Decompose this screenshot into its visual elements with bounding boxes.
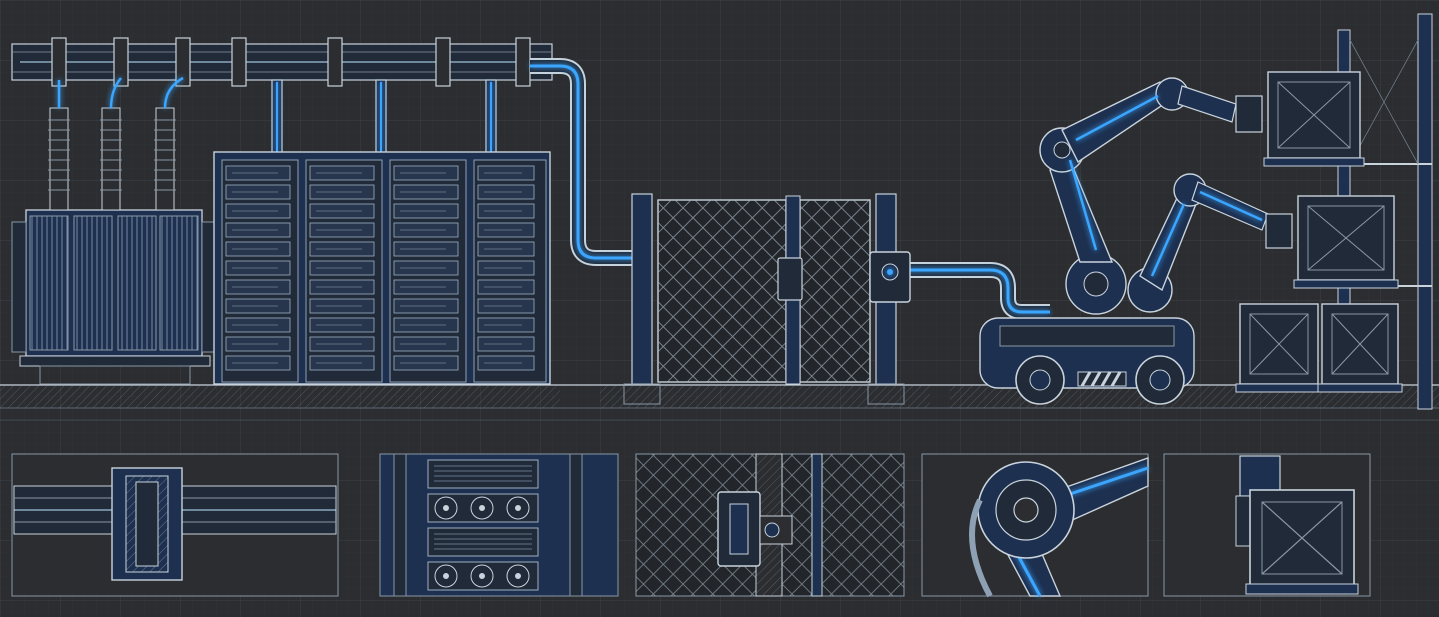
crate-stack: [1235, 71, 1403, 393]
pipe-flange-detail: [11, 453, 339, 597]
fan-hub: [443, 505, 449, 511]
fan-hub: [479, 573, 485, 579]
rack-fan-tray: [427, 459, 539, 489]
pipe-flange-icon: [111, 467, 183, 581]
fan-icon: [470, 496, 494, 520]
gate-lock-detail: [635, 453, 905, 597]
fan-icon: [470, 564, 494, 588]
fan-icon: [434, 496, 458, 520]
fan-hub: [479, 505, 485, 511]
lock-icon: [717, 491, 793, 567]
transformer-icon: [11, 76, 217, 385]
wheel-icon: [1135, 355, 1185, 405]
crate-icon: [1293, 195, 1399, 289]
crate-icon: [1317, 303, 1403, 393]
fan-icon: [434, 564, 458, 588]
fan-hub: [443, 573, 449, 579]
fan-icon: [506, 496, 530, 520]
fan-hub: [515, 505, 521, 511]
server-racks: [213, 151, 551, 385]
conduit-pipe-icon: [530, 58, 1050, 320]
rack-fans-detail: [379, 453, 619, 597]
fence-gate-icon: [623, 193, 905, 405]
crate-icon: [1263, 71, 1365, 167]
wheel-icon: [1015, 355, 1065, 405]
robot-joint-detail: [921, 453, 1149, 598]
robot-arm-icon: [979, 77, 1293, 405]
hazard-stripes: [1077, 371, 1127, 387]
robot-joint-icon: [977, 461, 1075, 559]
fan-hub: [515, 573, 521, 579]
junction-box-icon: [869, 251, 911, 303]
rack-fan-tray: [427, 527, 539, 557]
detail-panels: [11, 453, 1371, 598]
crate-icon: [1245, 489, 1359, 595]
crate-icon: [1235, 303, 1323, 393]
fan-icon: [506, 564, 530, 588]
gripper-crate-detail: [1163, 453, 1371, 597]
